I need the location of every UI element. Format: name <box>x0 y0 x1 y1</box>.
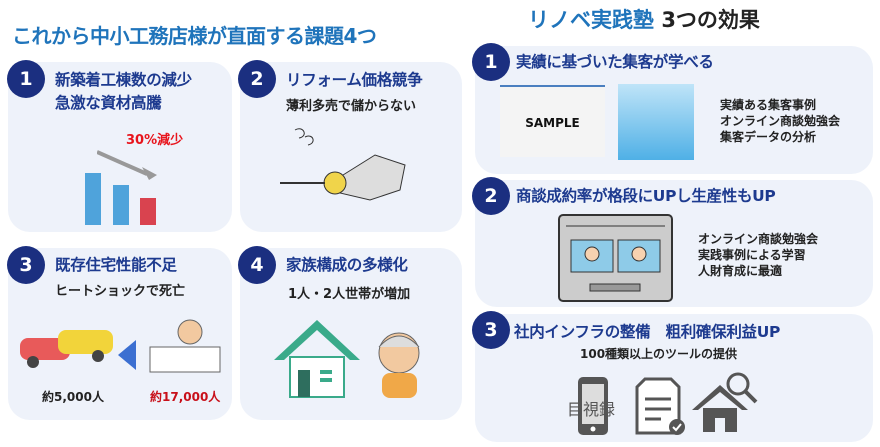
compare-arrow-icon <box>118 340 136 370</box>
list-item: 実践事例による学習 <box>698 248 806 262</box>
right-title: リノベ実践塾 3つの効果 <box>528 4 760 34</box>
brand-name: リノベ実践塾 <box>528 8 654 32</box>
number-badge: 1 <box>472 43 510 81</box>
effect-card-2 <box>475 180 873 307</box>
issue-title: 家族構成の多様化 <box>286 256 408 274</box>
issue-subtitle: 1人・2人世帯が増加 <box>288 287 411 302</box>
house-icon <box>274 320 360 398</box>
effect-title: 商談成約率が格段にUPし生産性もUP <box>516 187 776 205</box>
down-arrow-icon <box>97 150 157 180</box>
sample-flyer-image: SAMPLE <box>500 85 605 157</box>
bar <box>85 173 101 225</box>
app-logo: 目視録 <box>567 400 616 419</box>
issue-title: 新築着工棟数の減少 <box>55 71 192 89</box>
number-badge: 4 <box>238 246 276 284</box>
effect-title: 社内インフラの整備 粗利確保利益UP <box>514 323 781 341</box>
number-badge: 2 <box>238 60 276 98</box>
bar-chart-icon <box>85 150 160 225</box>
sample-label: SAMPLE <box>525 116 580 130</box>
list-item: 集客データの分析 <box>720 130 817 144</box>
issue-title: リフォーム価格競争 <box>286 71 423 89</box>
left-title: これから中小工務店様が直面する課題4つ <box>12 24 377 48</box>
death-count-right: 約17,000人 <box>150 390 221 404</box>
number-badge: 1 <box>7 60 45 98</box>
bar <box>140 198 156 225</box>
smartphone-icon <box>578 377 608 435</box>
issue-card-4 <box>240 248 462 420</box>
number-badge: 2 <box>472 177 510 215</box>
effect-subtitle: 100種類以上のツールの提供 <box>580 347 738 361</box>
elderly-woman-illustration <box>378 332 420 398</box>
video-call-illustration <box>558 214 673 302</box>
effect-title: 実績に基づいた集客が学べる <box>516 53 714 71</box>
number-badge: 3 <box>7 246 45 284</box>
exhausted-person-illustration <box>280 128 406 201</box>
elderly-bath-illustration <box>149 319 221 373</box>
issue-title: 既存住宅性能不足 <box>55 256 177 274</box>
issue-card-2 <box>240 62 462 232</box>
seminar-illustration <box>618 84 694 160</box>
document-check-icon <box>635 377 685 435</box>
issue-title-2: 急激な資材高騰 <box>55 94 162 112</box>
number-badge: 3 <box>472 311 510 349</box>
issue-subtitle: ヒートショックで死亡 <box>55 284 186 299</box>
title-rest: 3つの効果 <box>661 8 760 32</box>
decrease-label: 30%減少 <box>126 133 184 148</box>
list-item: オンライン商談勉強会 <box>698 232 819 246</box>
death-count-left: 約5,000人 <box>42 390 104 404</box>
issue-subtitle: 薄利多売で儲からない <box>286 99 417 114</box>
car-accident-illustration <box>20 330 113 368</box>
list-item: オンライン商談勉強会 <box>720 114 841 128</box>
effect-list: 実績ある集客事例 オンライン商談勉強会 集客データの分析 <box>720 97 840 145</box>
bar <box>113 185 129 225</box>
list-item: 人財育成に最適 <box>698 264 783 278</box>
effect-list: オンライン商談勉強会 実践事例による学習 人財育成に最適 <box>698 231 818 279</box>
list-item: 実績ある集客事例 <box>720 98 817 112</box>
house-search-icon <box>692 372 758 432</box>
